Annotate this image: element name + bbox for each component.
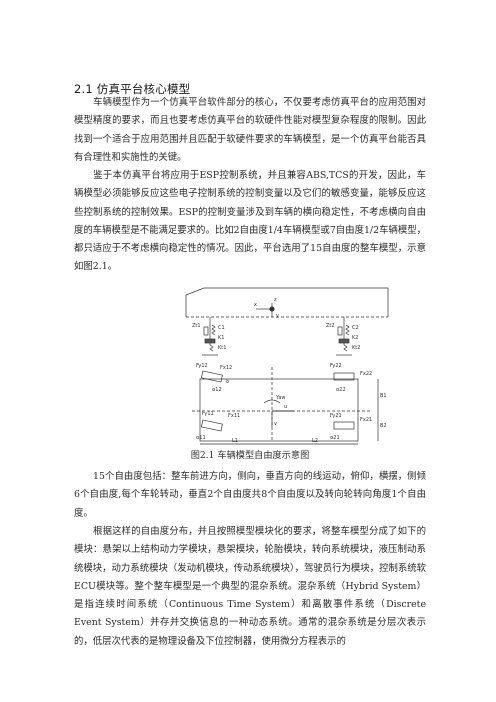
vehicle-dof-diagram: x z y Zt1 C1 K1 Kt1 Zt2 C2 K2 Kt2 Fy12 F… xyxy=(185,287,389,445)
label-fx22: Fx22 xyxy=(360,371,372,377)
paragraph-4: 根据这样的自由度分布，并且按照模型模块化的要求，将整车模型分成了如下的模块：悬架… xyxy=(74,523,426,651)
front-spring-k1 xyxy=(211,324,216,336)
paragraph-4-text: 根据这样的自由度分布，并且按照模型模块化的要求，将整车模型分成了如下的模块：悬架… xyxy=(74,526,426,647)
front-tire-spring-kt1 xyxy=(209,344,214,352)
top-view-frame xyxy=(199,378,359,442)
wheel-rear-right xyxy=(333,421,355,430)
front-damper-c1 xyxy=(203,326,209,336)
label-alpha12: α12 xyxy=(212,387,222,393)
label-fy21: Fy21 xyxy=(330,413,342,419)
car-body-outline xyxy=(185,287,389,317)
paragraph-1-text: 车辆模型作为一个仿真平台软件部分的核心，不仅要考虑仿真平台的应用范围对模型精度的… xyxy=(74,97,426,163)
section-heading: 2.1 仿真平台核心模型 xyxy=(74,82,191,96)
label-kt2: Kt2 xyxy=(352,345,360,351)
label-zt2: Zt2 xyxy=(326,323,335,329)
rear-tire-spring-kt2 xyxy=(343,344,348,352)
body-center-dot xyxy=(269,306,275,312)
label-k2: K2 xyxy=(352,335,358,341)
label-k1: K1 xyxy=(218,335,224,341)
label-alpha21: α21 xyxy=(330,435,340,441)
paragraph-3: 15个自由度包括：整车前进方向，侧向，垂直方向的线运动，俯仰，横摆，侧倾6个自由… xyxy=(74,468,426,523)
paragraph-3-text: 15个自由度包括：整车前进方向，侧向，垂直方向的线运动，俯仰，横摆，侧倾6个自由… xyxy=(74,471,426,519)
label-l1: L1 xyxy=(232,438,238,444)
label-l2: L2 xyxy=(312,438,318,444)
rear-wheel-mass xyxy=(338,338,350,344)
label-fx11: Fx11 xyxy=(228,413,240,419)
label-b2: B2 xyxy=(380,423,387,429)
wheel-front-right xyxy=(200,419,223,432)
label-zt1: Zt1 xyxy=(192,323,201,329)
wheel-front-left xyxy=(200,370,223,383)
wheel-rear-left xyxy=(333,372,355,381)
label-alpha11: α11 xyxy=(196,435,206,441)
label-kt1: Kt1 xyxy=(218,345,226,351)
label-c1: C1 xyxy=(218,325,225,331)
label-alpha22: α22 xyxy=(336,387,346,393)
label-c2: C2 xyxy=(352,325,359,331)
front-wheel-mass xyxy=(204,338,216,344)
label-fx21: Fx21 xyxy=(360,417,372,423)
label-fy12: Fy12 xyxy=(196,363,208,369)
label-y: y xyxy=(276,313,279,319)
label-z: z xyxy=(274,297,277,303)
label-yaw: Yaw xyxy=(275,395,286,401)
paragraph-2-text: 鉴于本仿真平台将应用于ESP控制系统，并且兼容ABS,TCS的开发，因此，车辆模… xyxy=(74,170,426,273)
label-fx12: Fx12 xyxy=(220,365,232,371)
paragraph-1: 车辆模型作为一个仿真平台软件部分的核心，不仅要考虑仿真平台的应用范围对模型精度的… xyxy=(74,94,426,167)
label-x: x xyxy=(254,302,257,308)
yaw-arrow xyxy=(263,399,281,404)
figure-caption: 图2.1 车辆模型自由度示意图 xyxy=(190,450,310,461)
label-fy22: Fy22 xyxy=(330,363,342,369)
label-delta: δ xyxy=(226,379,229,385)
rear-damper-c2 xyxy=(337,326,343,336)
vehicle-dof-figure: x z y Zt1 C1 K1 Kt1 Zt2 C2 K2 Kt2 Fy12 F… xyxy=(172,287,404,445)
paragraph-2: 鉴于本仿真平台将应用于ESP控制系统，并且兼容ABS,TCS的开发，因此，车辆模… xyxy=(74,167,426,277)
label-b1: B1 xyxy=(380,393,387,399)
label-fy11: Fy11 xyxy=(202,411,214,417)
rear-spring-k2 xyxy=(345,324,350,336)
label-u: u xyxy=(284,404,287,410)
label-v: v xyxy=(274,421,277,427)
